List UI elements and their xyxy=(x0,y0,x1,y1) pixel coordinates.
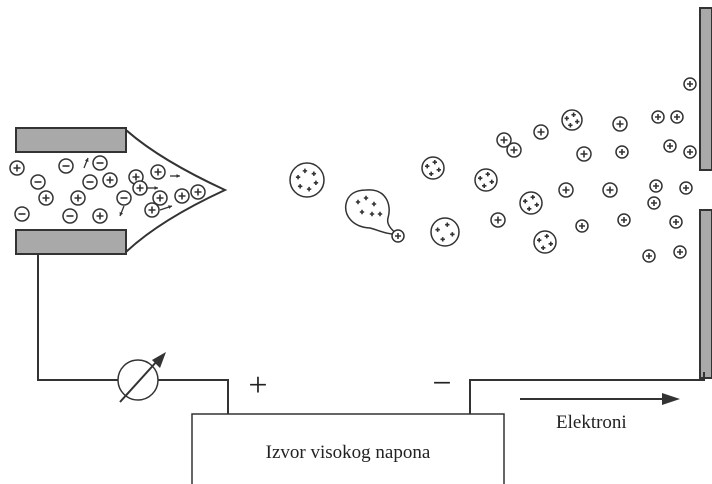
gas-phase-ion xyxy=(617,213,631,227)
circuit: Izvor visokog napona + − Elektroni xyxy=(37,254,705,484)
wire-capillary-to-meter xyxy=(37,254,118,381)
gas-phase-ion xyxy=(663,139,677,153)
spray-particles xyxy=(289,77,697,263)
gas-phase-ion xyxy=(679,181,693,195)
negative-ion xyxy=(82,174,98,190)
power-supply-label: Izvor visokog napona xyxy=(266,442,431,463)
electron-flow-arrow xyxy=(520,393,680,405)
negative-terminal-label: − xyxy=(432,365,451,402)
charged-droplet xyxy=(519,191,543,215)
positive-terminal-label: + xyxy=(248,367,267,404)
gas-phase-ion xyxy=(683,77,697,91)
fission-droplet-charges xyxy=(355,195,383,217)
gas-phase-ion xyxy=(647,196,661,210)
capillary-ions xyxy=(9,155,206,224)
gas-phase-ion xyxy=(506,142,522,158)
gas-phase-ion xyxy=(575,219,589,233)
gas-phase-ion xyxy=(602,182,618,198)
power-supply-box xyxy=(191,413,505,484)
gas-phase-ion xyxy=(615,145,629,159)
capillary-lower-wall xyxy=(15,229,127,255)
positive-ion xyxy=(150,164,166,180)
positive-ion xyxy=(102,172,118,188)
gas-phase-ion xyxy=(669,215,683,229)
positive-ion xyxy=(92,208,108,224)
capillary-upper-wall xyxy=(15,127,127,153)
positive-ion xyxy=(152,190,168,206)
gas-phase-ion xyxy=(649,179,663,193)
charged-droplet xyxy=(561,109,583,131)
positive-ion xyxy=(9,160,25,176)
gas-phase-ion xyxy=(576,146,592,162)
positive-ion xyxy=(70,190,86,206)
counter-electrode-lower xyxy=(699,209,712,379)
gas-phase-ion xyxy=(673,245,687,259)
gas-phase-ion xyxy=(612,116,628,132)
negative-ion xyxy=(116,190,132,206)
capillary xyxy=(9,127,228,255)
positive-ion xyxy=(190,184,206,200)
wire-supply-to-electrode xyxy=(469,372,705,414)
counter-electrode xyxy=(699,7,712,379)
gas-phase-ion xyxy=(642,249,656,263)
emitted-ion xyxy=(391,229,405,243)
negative-ion xyxy=(92,155,108,171)
charged-droplet xyxy=(430,217,460,247)
negative-ion xyxy=(62,208,78,224)
negative-ion xyxy=(58,158,74,174)
gas-phase-ion xyxy=(558,182,574,198)
gas-phase-ion xyxy=(496,132,512,148)
gas-phase-ion xyxy=(490,212,506,228)
ammeter-symbol xyxy=(117,352,166,403)
electrons-label: Elektroni xyxy=(556,412,627,433)
taylor-cone xyxy=(125,129,228,253)
negative-ion xyxy=(30,174,46,190)
positive-ion xyxy=(144,202,160,218)
positive-ion xyxy=(174,188,190,204)
charged-droplet xyxy=(533,230,557,254)
gas-phase-ion xyxy=(683,145,697,159)
negative-ion xyxy=(14,206,30,222)
charged-droplet xyxy=(474,168,498,192)
positive-ion xyxy=(132,180,148,196)
gas-phase-ion xyxy=(651,110,665,124)
gas-phase-ion xyxy=(670,110,684,124)
gas-phase-ion xyxy=(533,124,549,140)
charged-droplet xyxy=(289,162,325,198)
wire-meter-to-supply xyxy=(158,379,229,414)
charged-droplet xyxy=(421,156,445,180)
positive-ion xyxy=(38,190,54,206)
counter-electrode-upper xyxy=(699,7,712,171)
